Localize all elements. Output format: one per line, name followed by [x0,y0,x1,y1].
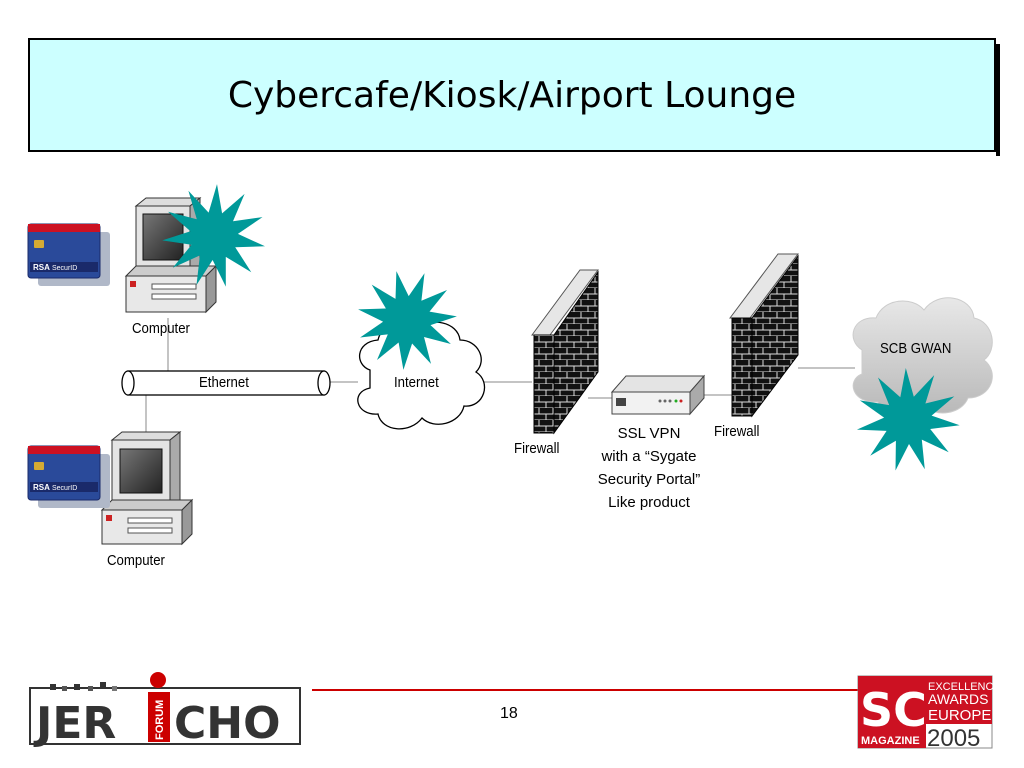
sc-big-text: SC [860,683,927,737]
sc-line-3: EUROPE [928,707,991,724]
jericho-text-right: CHO [174,698,281,749]
vpn-label-line-4: Like product [608,494,690,511]
rsa-token-top-icon [27,223,110,286]
sc-magazine-logo: SC MAGAZINE EXCELLENCE AWARDS EUROPE 200… [857,675,1001,752]
computer-top-icon [124,196,218,314]
computer-top-label: Computer [132,320,190,337]
internet-label: Internet [394,374,439,391]
sc-year: 2005 [927,725,980,752]
starburst-internet-icon [358,271,457,370]
starburst-top-left-icon [162,184,265,287]
token-top-brand: RSA [33,263,50,272]
vpn-label: SSL VPN with a “Sygate Security Portal” … [588,422,710,514]
jericho-forum-logo: JER CHO FORUM [29,672,301,749]
computer-bottom-label: Computer [107,552,165,569]
firewall-left-label: Firewall [514,440,560,457]
token-top-product: SecurID [52,265,77,272]
vpn-label-line-2: with a “Sygate [601,448,697,465]
sc-magazine-text: MAGAZINE [861,735,920,747]
ethernet-label: Ethernet [199,374,249,391]
slide-title: Cybercafe/Kiosk/Airport Lounge [227,74,797,116]
firewall-right-icon [729,253,799,418]
token-bottom-brand: RSA [33,483,50,492]
page-number: 18 [500,705,518,722]
sc-line-1: EXCELLENCE [928,681,1001,693]
ethernet-cable [121,370,331,396]
vpn-label-line-1: SSL VPN [617,425,681,442]
starburst-gwan-icon [856,368,960,471]
rsa-token-bottom-icon [27,445,110,508]
token-bottom-product: SecurID [52,485,77,492]
sc-line-2: AWARDS [928,691,988,707]
firewall-left-icon [531,269,599,435]
jericho-forum-text: FORUM [154,700,166,740]
vpn-appliance-icon [610,374,706,416]
firewall-right-label: Firewall [714,423,760,440]
jericho-text-left: JER [33,698,116,749]
computer-bottom-icon [100,430,194,546]
title-box: Cybercafe/Kiosk/Airport Lounge [28,38,1000,156]
gwan-label: SCB GWAN [880,340,952,357]
vpn-label-line-3: Security Portal” [597,471,701,488]
